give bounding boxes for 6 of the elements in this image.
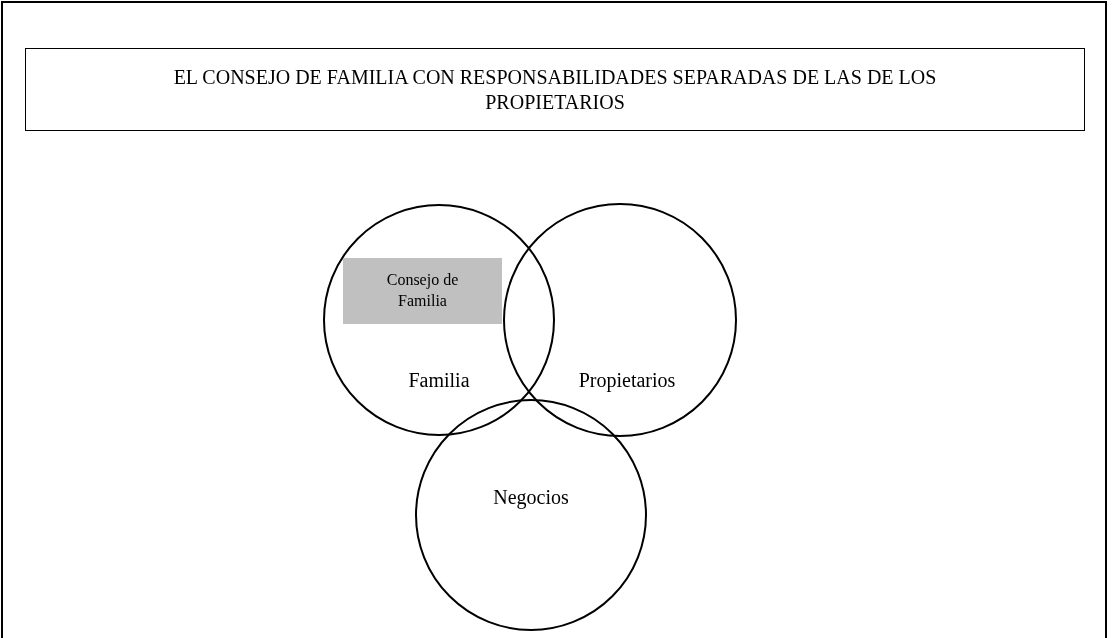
- council-box: [343, 258, 502, 324]
- title-text: EL CONSEJO DE FAMILIA CON RESPONSABILIDADES SEPARADAS DE LAS DE LOS PROPIETARIOS: [172, 64, 938, 115]
- council-label: Consejo de Familia: [385, 270, 460, 311]
- circle-label: Negocios: [493, 485, 569, 509]
- circle-label: Familia: [408, 368, 470, 392]
- circle-label: Propietarios: [578, 368, 676, 392]
